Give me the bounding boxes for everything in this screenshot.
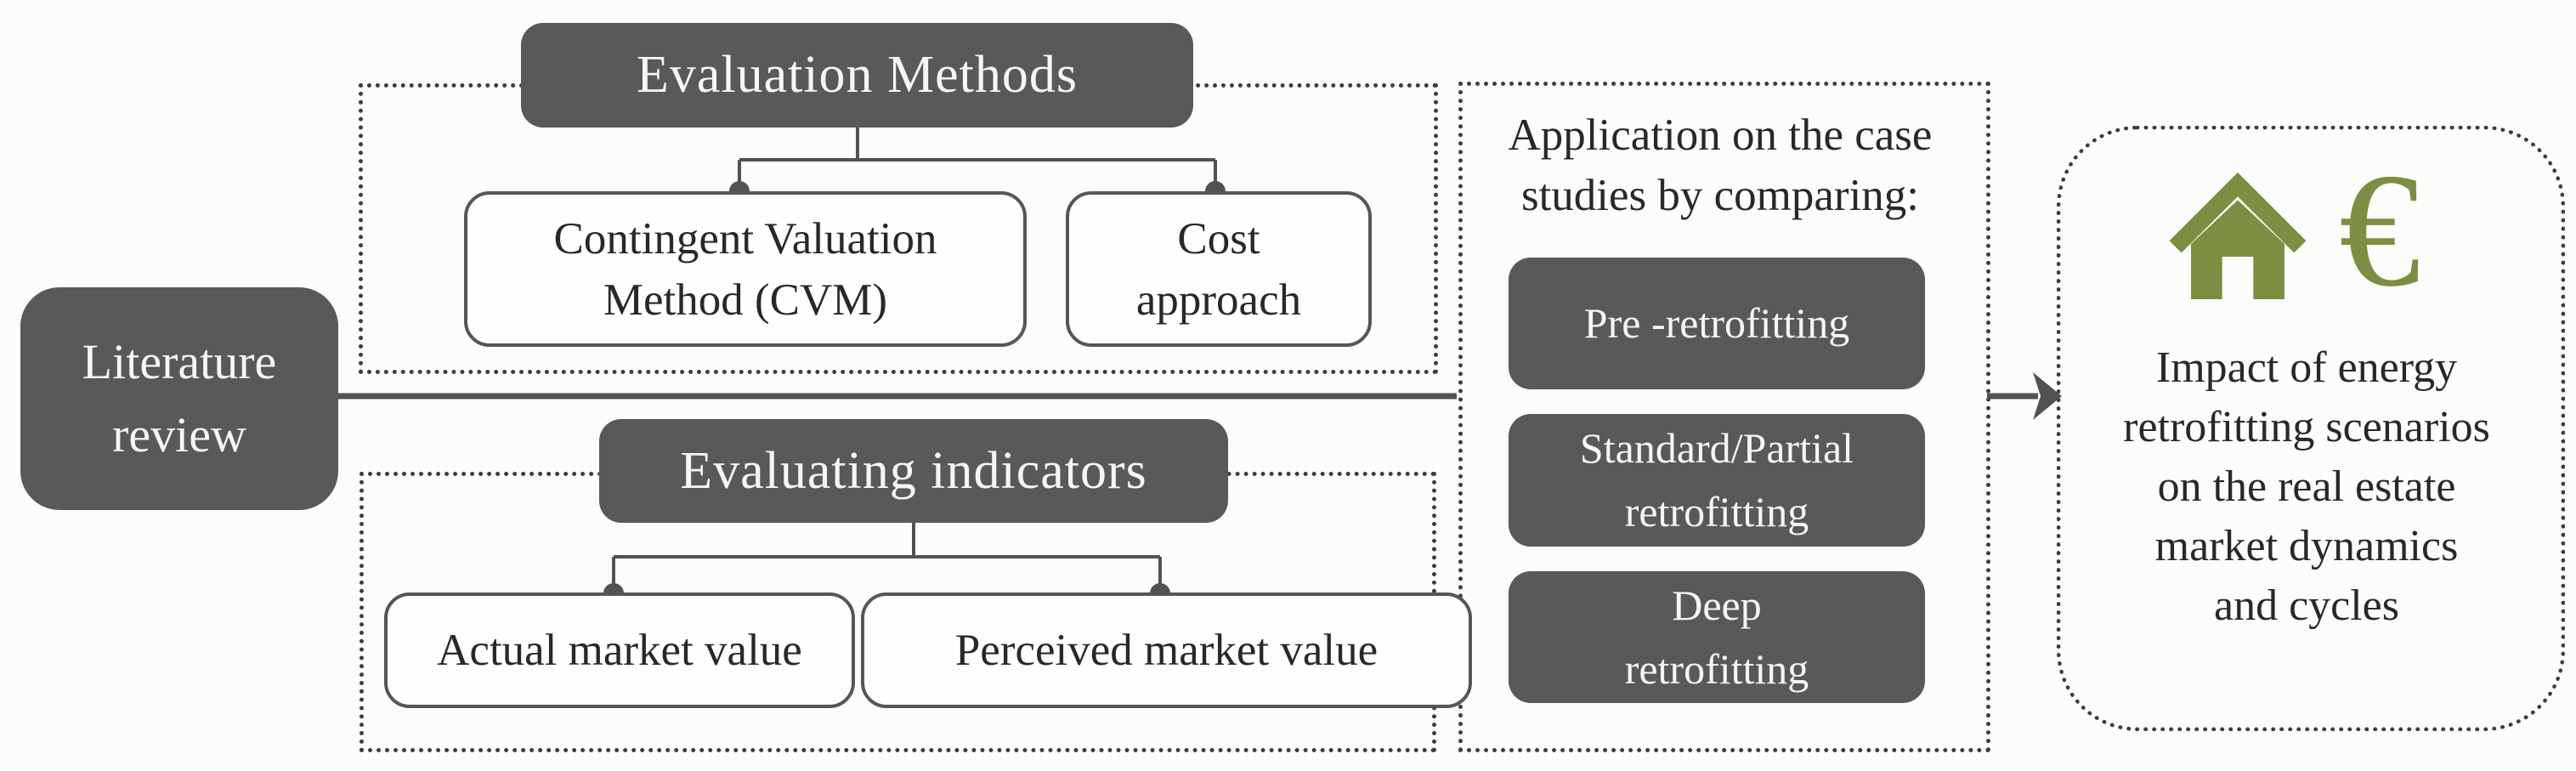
- cost-approach-label: Cost: [1177, 213, 1260, 264]
- evaluating-indicators-title: Evaluating indicators: [680, 441, 1147, 500]
- actual-market-value-label: Actual market value: [437, 626, 802, 675]
- cvm-label: Method (CVM): [603, 275, 888, 325]
- literature-review-box: Literature review: [20, 287, 338, 510]
- evaluation-methods-header: Evaluation Methods: [521, 23, 1193, 128]
- perceived-market-value-box: Perceived market value: [861, 592, 1472, 708]
- outcome-text-line: and cycles: [2213, 581, 2399, 630]
- outcome-container: [2057, 126, 2565, 731]
- standard-partial-label: Standard/Partial: [1579, 424, 1854, 472]
- deep-retrofitting-label: retrofitting: [1624, 644, 1809, 693]
- pre-retrofitting-box: Pre -retrofitting: [1509, 258, 1925, 389]
- outcome-text-line: Impact of energy: [2155, 343, 2458, 392]
- cost-approach-box: Cost approach: [1066, 191, 1372, 347]
- outcome-text-line: market dynamics: [2154, 522, 2459, 570]
- outcome-icons: €: [2166, 149, 2420, 312]
- outcome-text-line: on the real estate: [2157, 462, 2456, 511]
- application-heading-line: Application on the case: [1508, 111, 1933, 160]
- application-heading: Application on the case studies by compa…: [1467, 105, 1973, 226]
- cvm-box: Contingent Valuation Method (CVM): [464, 191, 1027, 347]
- euro-icon: €: [2339, 139, 2420, 320]
- application-container: [1458, 82, 1990, 752]
- indicators-connector-tree: [612, 523, 1162, 593]
- pre-retrofitting-label: Pre -retrofitting: [1583, 299, 1850, 347]
- outcome-text-line: retrofitting scenarios: [2123, 403, 2490, 451]
- deep-retrofitting-box: Deep retrofitting: [1509, 571, 1925, 703]
- deep-retrofitting-label: Deep: [1672, 581, 1762, 629]
- cost-approach-label: approach: [1135, 275, 1302, 325]
- application-heading-line: studies by comparing:: [1520, 171, 1920, 220]
- standard-partial-retrofitting-box: Standard/Partial retrofitting: [1509, 414, 1925, 547]
- outcome-text: Impact of energy retrofitting scenarios …: [2074, 338, 2539, 636]
- house-icon: [2169, 172, 2307, 299]
- literature-review-label: review: [112, 407, 246, 462]
- standard-partial-label: retrofitting: [1624, 488, 1809, 536]
- literature-review-label: Literature: [82, 334, 277, 389]
- evaluating-indicators-header: Evaluating indicators: [599, 419, 1228, 523]
- flow-arrow-icon: [2033, 372, 2062, 420]
- evaluation-methods-title: Evaluation Methods: [636, 46, 1079, 104]
- perceived-market-value-label: Perceived market value: [954, 626, 1379, 675]
- cvm-label: Contingent Valuation: [553, 213, 937, 264]
- actual-market-value-box: Actual market value: [384, 592, 855, 708]
- methods-connector-tree: [738, 128, 1217, 191]
